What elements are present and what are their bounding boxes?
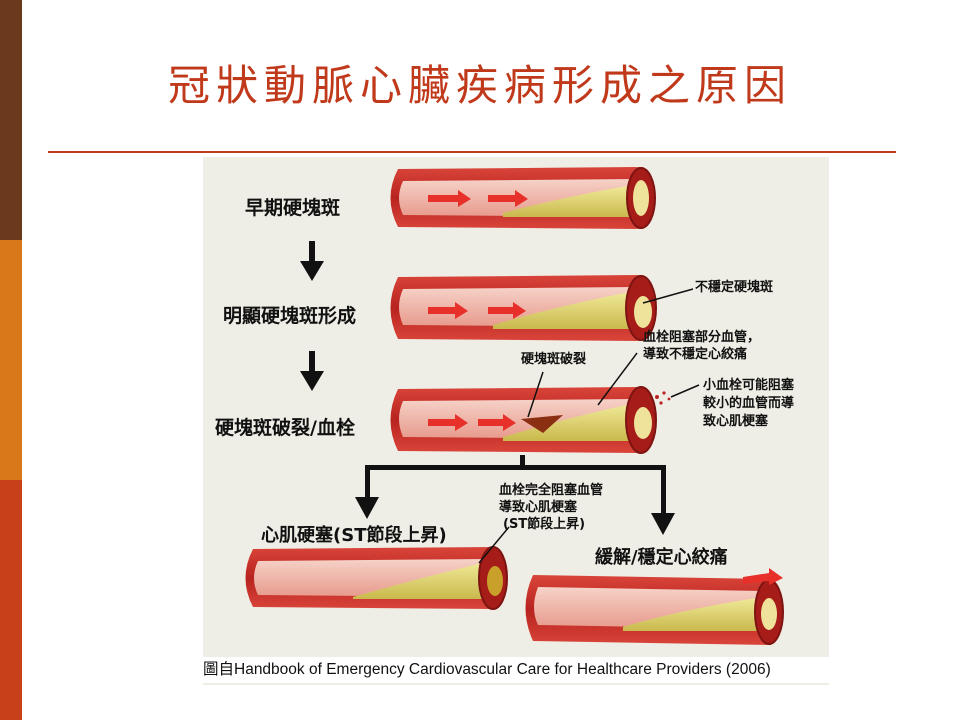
annotation-partial-block-1: 血栓阻塞部分血管，: [643, 330, 761, 345]
annotation-plaque-rupture: 硬塊斑破裂: [521, 352, 587, 367]
annotation-partial-block-2: 導致不穩定心絞痛: [643, 347, 748, 362]
artery-plaque-rupture: [390, 352, 700, 454]
annotation-complete-block-1: 血栓完全阻塞血管: [499, 483, 604, 498]
stage-label-early-plaque: 早期硬塊斑: [245, 197, 341, 219]
accent-bar-bottom: [0, 480, 22, 720]
stage-label-rupture-clot: 硬塊斑破裂/血栓: [215, 417, 355, 439]
accent-bar-middle: [0, 240, 22, 480]
stage-label-stable-angina: 緩解/穩定心絞痛: [595, 547, 728, 568]
annotation-unstable-plaque: 不穩定硬塊斑: [695, 280, 774, 295]
figure-caption: 圖自Handbook of Emergency Cardiovascular C…: [203, 657, 829, 683]
annotation-complete-block-2: 導致心肌梗塞: [499, 500, 578, 515]
accent-bar-top: [0, 0, 22, 240]
stage-arrow-1: [300, 241, 324, 281]
slide-title: 冠狀動脈心臟疾病形成之原因: [167, 61, 792, 110]
stage-label-myocardial-infarction: 心肌硬塞(ST節段上昇): [261, 525, 447, 546]
annotation-small-clot-2: 較小的血管而導: [703, 396, 795, 411]
stage-label-significant-plaque: 明顯硬塊斑形成: [223, 305, 357, 327]
artery-early-plaque: [390, 167, 656, 229]
diagram-graphics: [245, 167, 784, 645]
artery-diagram: 早期硬塊斑 明顯硬塊斑形成 硬塊斑破裂/血栓 心肌硬塞(ST節段上昇) 緩解/穩…: [203, 157, 829, 685]
branch-connector: [355, 455, 675, 535]
annotation-complete-block-3: (ST節段上昇): [503, 517, 586, 532]
stage-arrow-2: [300, 351, 324, 391]
artery-stable-angina: [525, 568, 784, 645]
title-divider: [48, 151, 896, 153]
annotation-small-clot-3: 致心肌梗塞: [703, 414, 769, 429]
annotation-small-clot-1: 小血栓可能阻塞: [703, 378, 795, 393]
artery-significant-plaque: [390, 275, 694, 341]
artery-myocardial-infarction: [245, 526, 510, 610]
